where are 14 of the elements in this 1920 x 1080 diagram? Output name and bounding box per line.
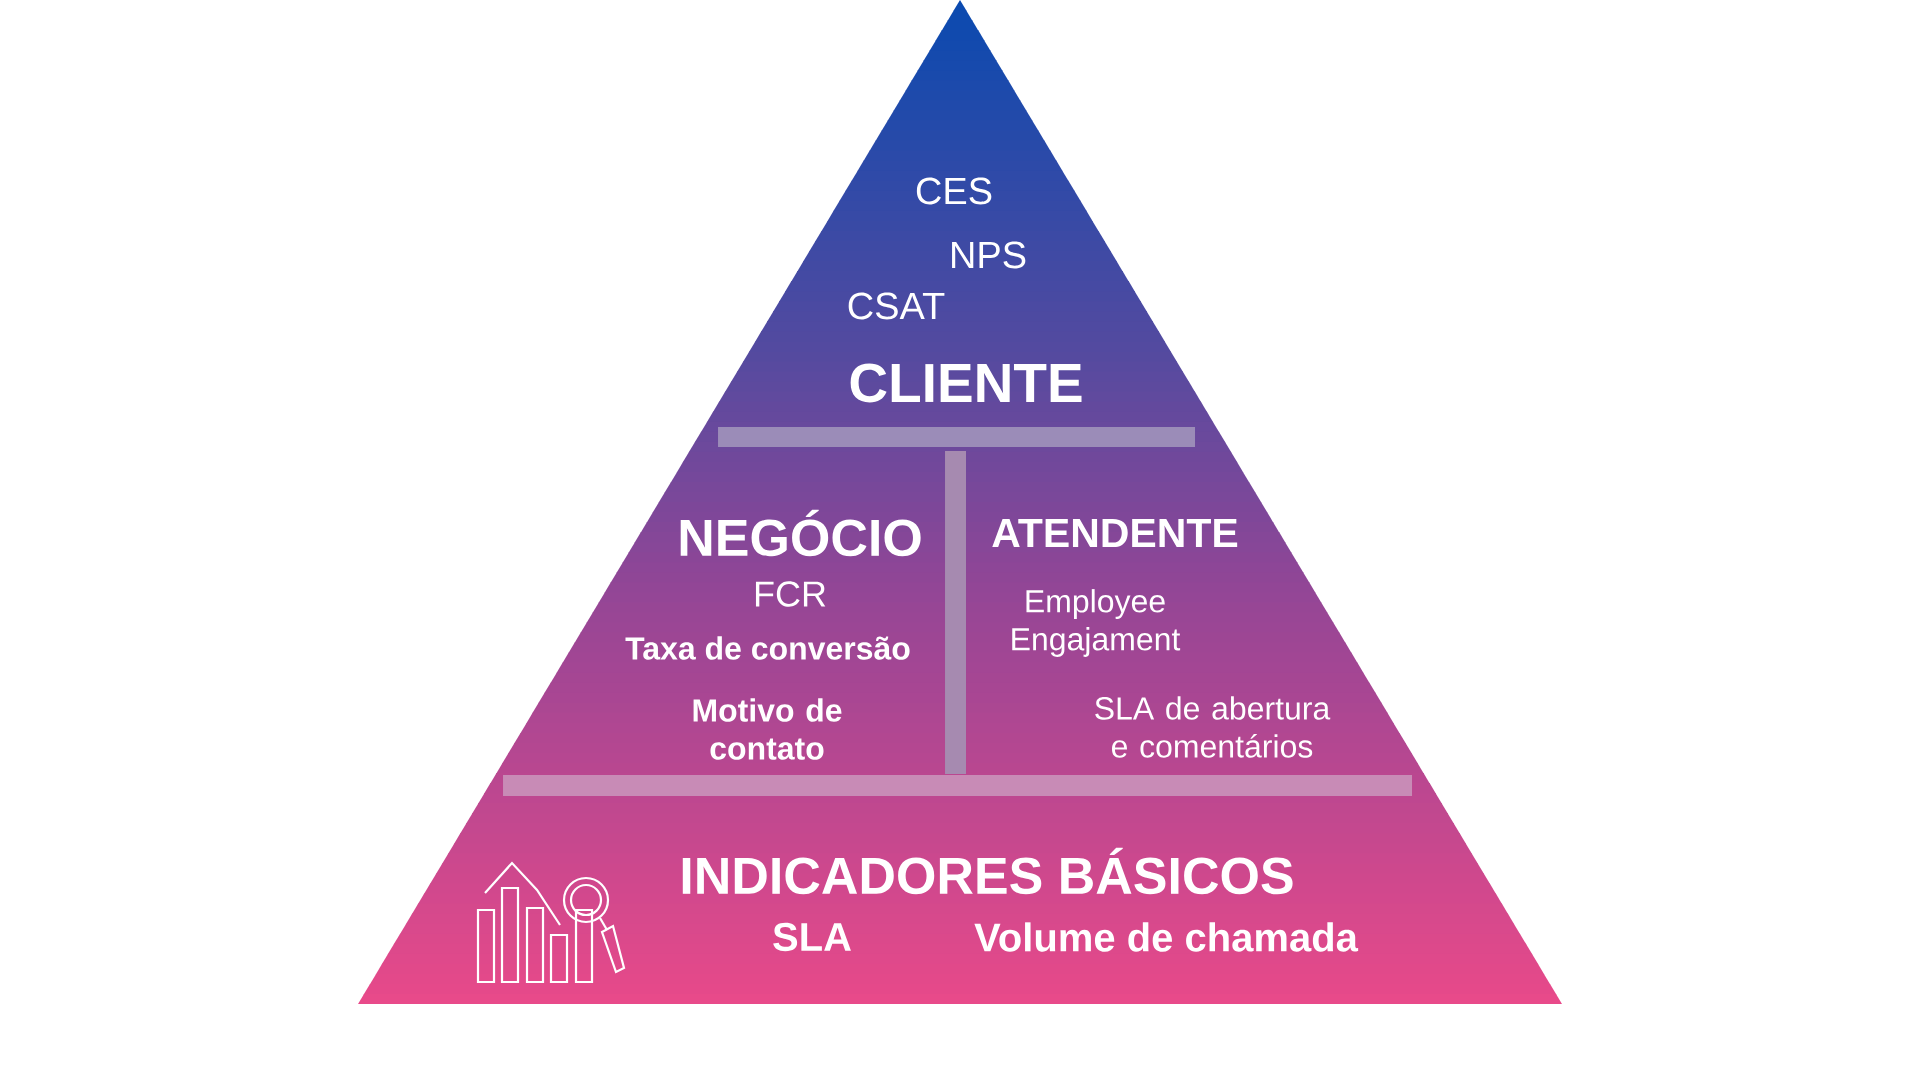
metric-label: FCR (755, 581, 826, 607)
metric-label: NPS (952, 241, 1026, 269)
metric-label: Motivo de contato (693, 698, 842, 760)
tier-heading: CLIENTE (850, 363, 1082, 403)
metric-label: SLA (773, 922, 851, 952)
tier-heading: ATENDENTE (992, 518, 1238, 548)
metric-label: Volume de chamada (974, 922, 1359, 952)
metric-label: Taxa de conversão (625, 636, 910, 660)
metric-label: SLA de abertura e comentários (1095, 696, 1331, 758)
metric-label: CSAT (848, 292, 945, 320)
metric-label: Employee Engajament (1012, 589, 1181, 657)
metric-label: CES (916, 177, 992, 205)
tier-heading: INDICADORES BÁSICOS (682, 847, 1293, 895)
tier-heading: NEGÓCIO (680, 509, 921, 557)
